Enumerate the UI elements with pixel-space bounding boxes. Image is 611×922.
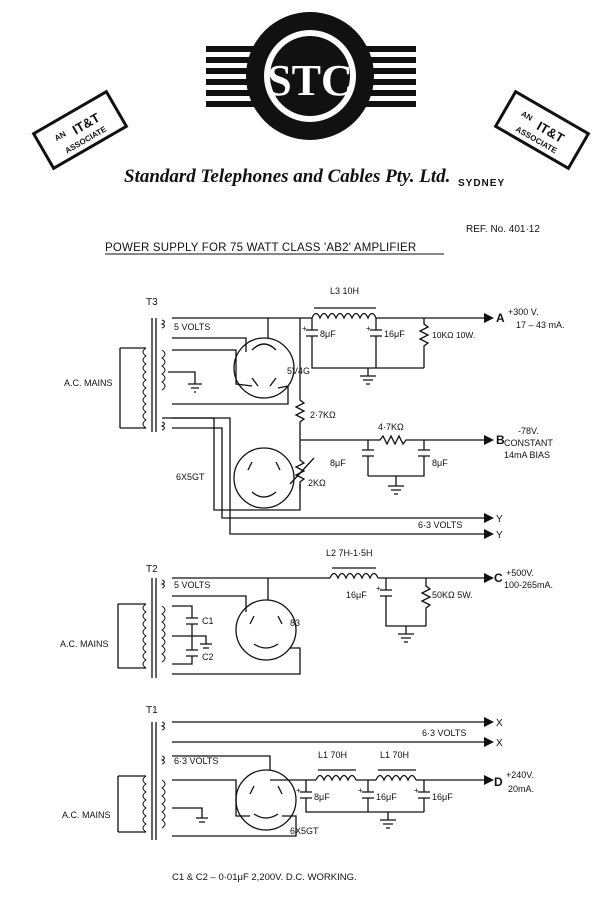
svg-text:20mA.: 20mA. [508,784,534,794]
heater-6-3v-t1: 6·3 VOLTS [422,728,466,738]
output-a: A [496,311,505,325]
output-y1: Y [496,514,503,525]
bleeder-50k: 50KΩ 5W. [432,590,473,600]
svg-text:CONSTANT: CONSTANT [504,438,553,448]
output-c: C [494,571,503,585]
cap-8uf-b1: 8μF [330,458,346,468]
transformer-t1-label: T1 [146,705,158,716]
cap-8uf-t3: 8μF [320,329,336,339]
mains-label-t3: A.C. MAINS [64,378,113,388]
cap-8uf-b2: 8μF [432,458,448,468]
choke-l1a-label: L1 70H [318,750,347,760]
cap-8uf-t1: 8μF [314,792,330,802]
c2-label: C2 [202,652,214,662]
footnote: C1 & C2 – 0·01μF 2,200V. D.C. WORKING. [172,872,357,883]
company-city: SYDNEY [458,178,505,189]
winding-6-3v-t1: 6·3 VOLTS [174,756,218,766]
cap-16uf-t1b: 16μF [432,792,453,802]
resistor-4-7k: 4·7KΩ [378,422,404,432]
tube-6x5gt-label: 6X5GT [176,472,205,482]
pot-2k: 2KΩ [308,478,326,488]
c1-label: C1 [202,616,214,626]
resistor-2-7k: 2·7KΩ [310,410,336,420]
output-x2: X [496,738,503,749]
page-title: POWER SUPPLY FOR 75 WATT CLASS 'AB2' AMP… [105,242,416,254]
winding-5v-t3: 5 VOLTS [174,322,210,332]
stc-logo: STC [206,12,416,140]
logo-text: STC [267,56,353,105]
svg-text:17 – 43 mA.: 17 – 43 mA. [516,320,565,330]
bleeder-10k: 10KΩ 10W. [432,330,475,340]
section-t2: T2 A.C. MAINS 5 VOLTS C1 C2 83 L2 7H-1·5… [60,548,553,678]
choke-l3-label: L3 10H [330,286,359,296]
cap-16uf-t1a: 16μF [376,792,397,802]
section-t3: T3 A.C. MAINS 5 VOLTS 5V4G L3 10H A [64,286,565,541]
svg-text:14mA BIAS: 14mA BIAS [504,450,550,460]
badge-right: AN IT&T ASSOCIATE [493,89,591,171]
svg-text:+: + [296,786,301,795]
choke-l2-label: L2 7H-1·5H [326,548,373,558]
tube-6x5gt-t1-label: 6X5GT [290,826,319,836]
cap-16uf-t2: 16μF [346,590,367,600]
svg-text:+: + [358,786,363,795]
output-b: B [496,433,505,447]
svg-text:+: + [376,584,381,593]
section-t1: T1 6·3 VOLTS X X A.C. MAINS 6·3 VOLTS 6X… [62,705,534,840]
svg-text:+: + [414,786,419,795]
mains-label-t1: A.C. MAINS [62,810,111,820]
choke-l1b-label: L1 70H [380,750,409,760]
mains-label-t2: A.C. MAINS [60,639,109,649]
svg-text:+: + [366,324,371,333]
winding-5v-t2: 5 VOLTS [174,580,210,590]
heater-6-3v-t3: 6·3 VOLTS [418,520,462,530]
company-name: Standard Telephones and Cables Pty. Ltd. [124,166,450,187]
svg-text:100-265mA.: 100-265mA. [504,580,553,590]
output-d: D [494,775,503,789]
cap-16uf-t3: 16μF [384,329,405,339]
transformer-t2-label: T2 [146,564,158,575]
tube-5v4g-label: 5V4G [287,366,310,376]
output-y2: Y [496,530,503,541]
svg-text:+300 V.: +300 V. [508,307,538,317]
transformer-t3-label: T3 [146,297,158,308]
badge-left: AN IT&T ASSOCIATE [31,89,129,171]
svg-text:+240V.: +240V. [506,770,534,780]
svg-text:-78V.: -78V. [518,426,539,436]
svg-text:+500V.: +500V. [506,568,534,578]
svg-text:+: + [302,324,307,333]
tube-83-label: 83 [290,618,300,628]
ref-number: REF. No. 401·12 [466,224,540,235]
output-x1: X [496,718,503,729]
